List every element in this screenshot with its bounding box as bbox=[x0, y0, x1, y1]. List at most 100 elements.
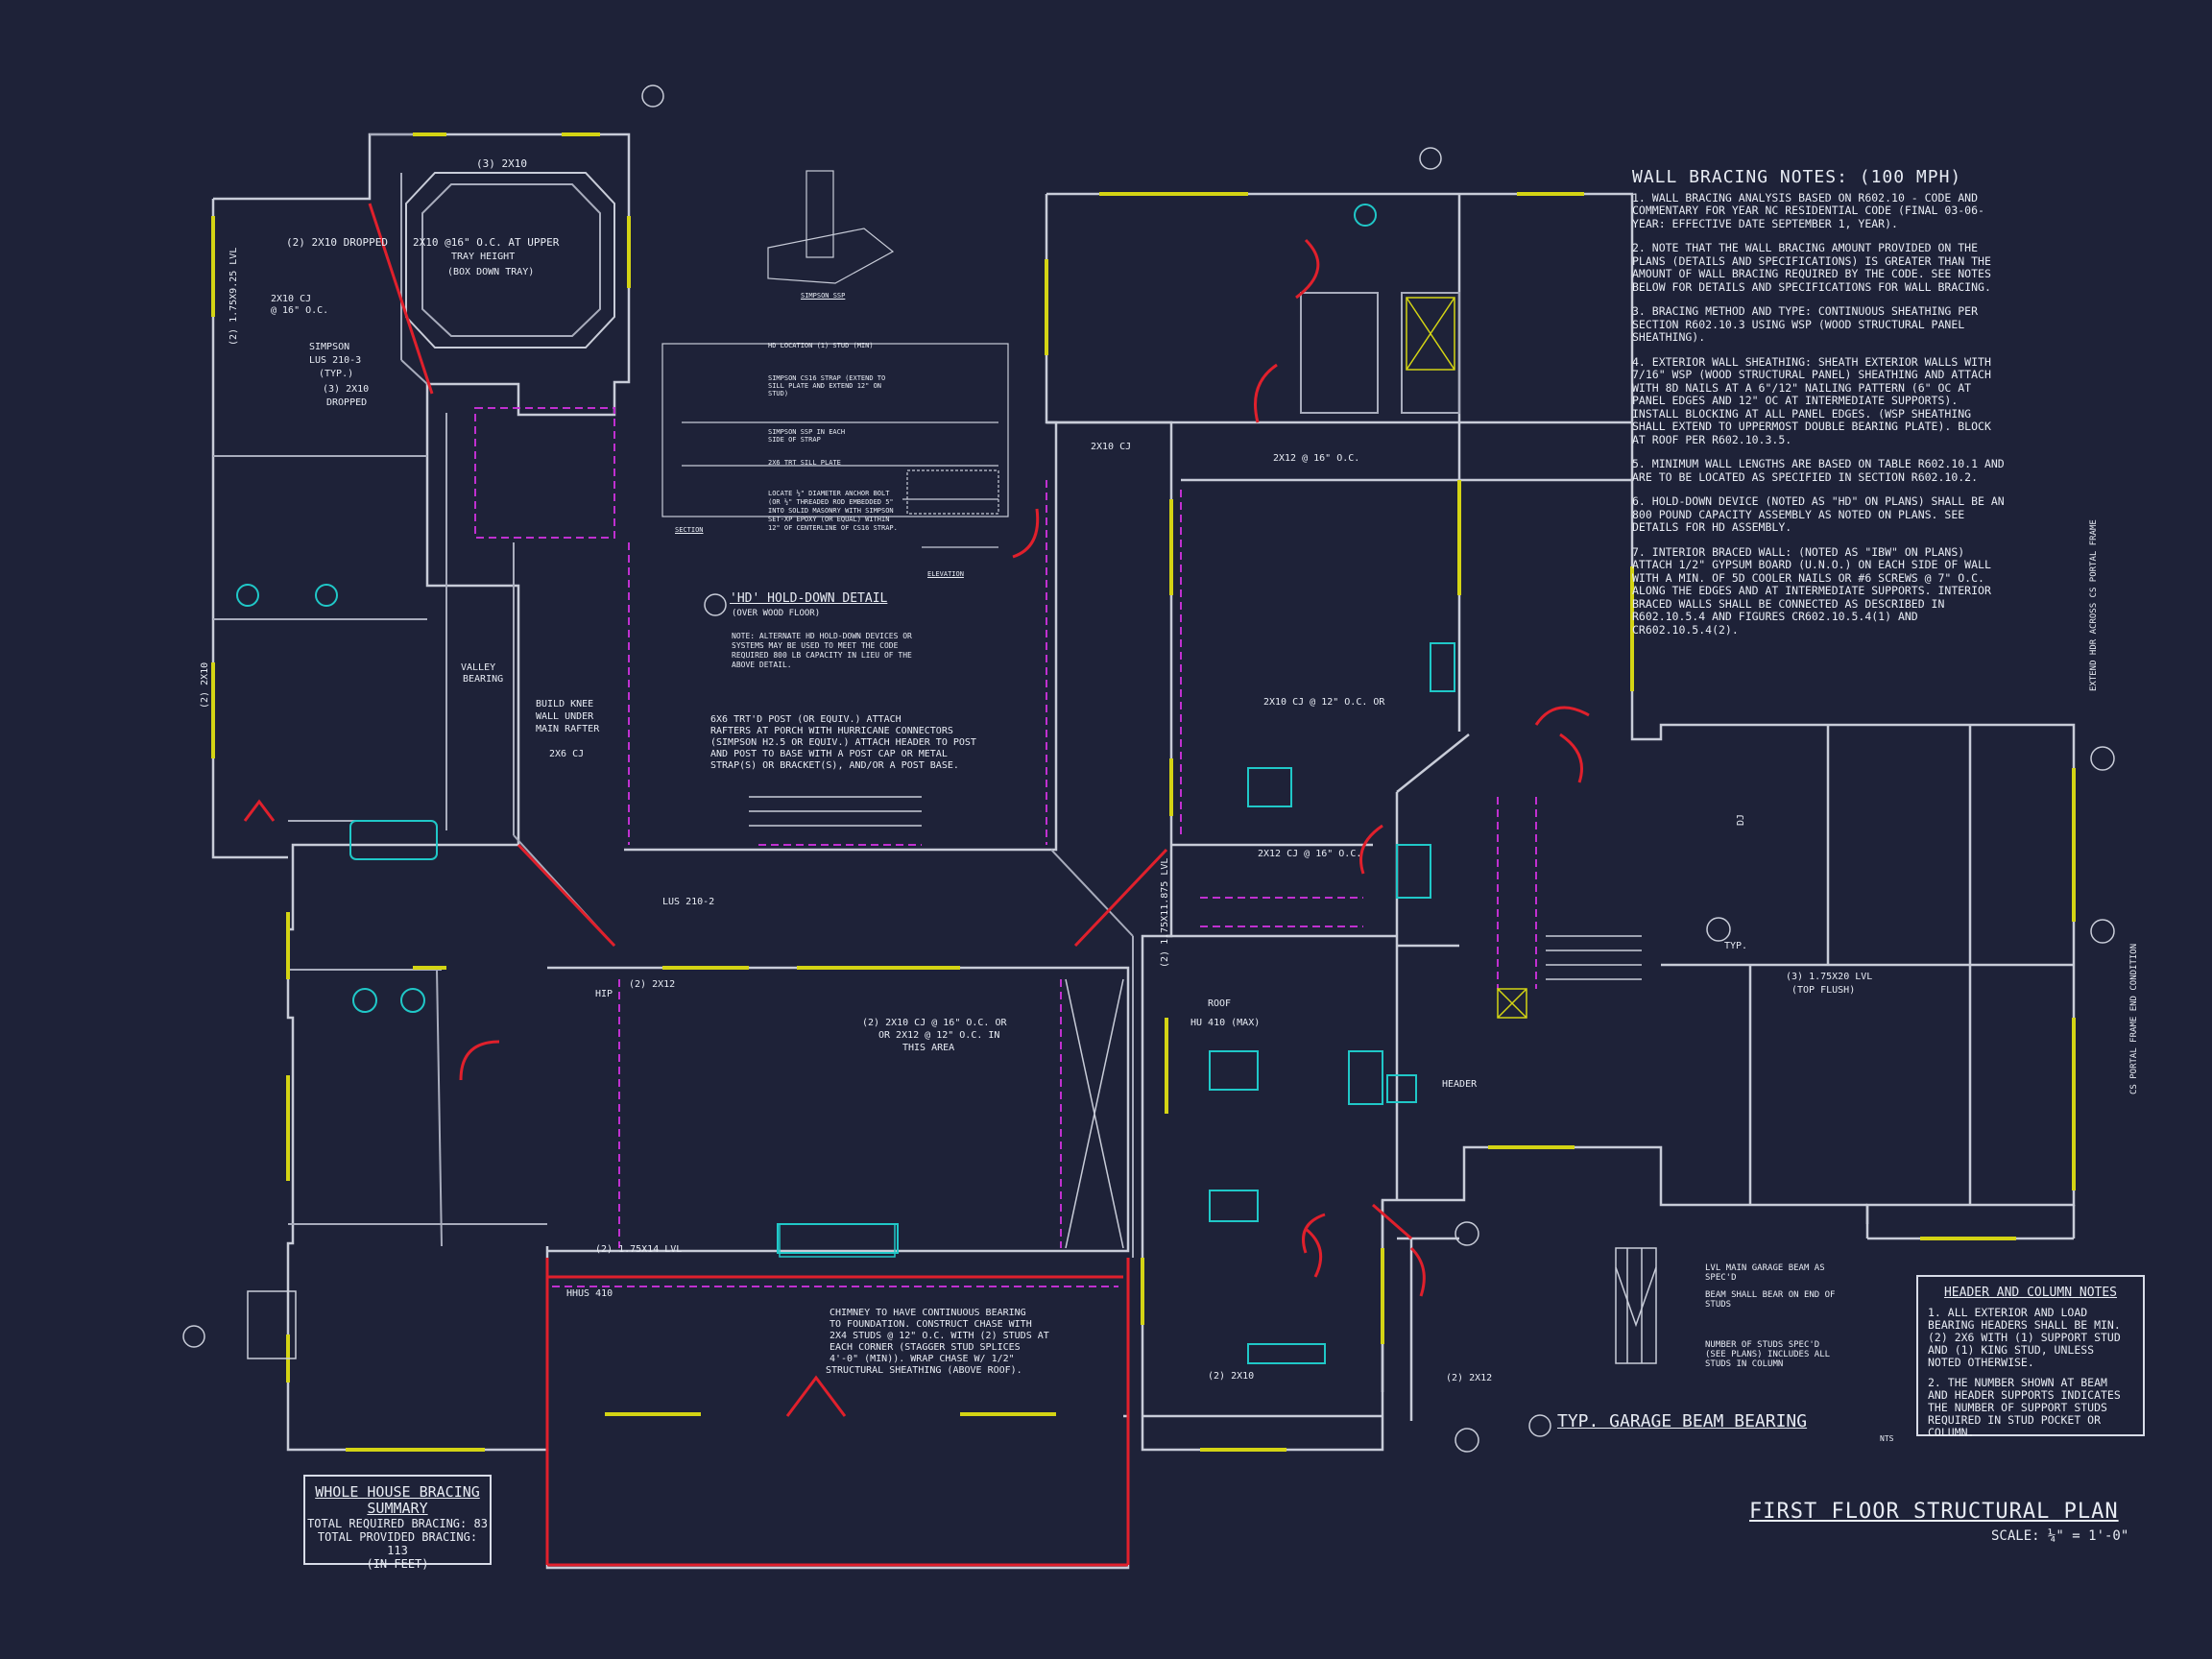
plan-label: (2) 1.75x11.875 LVL bbox=[1160, 857, 1170, 968]
header-note: 2. THE NUMBER SHOWN AT BEAM AND HEADER S… bbox=[1928, 1376, 2121, 1439]
wall-bracing-notes: WALL BRACING NOTES: (100 MPH) 1. WALL BR… bbox=[1632, 167, 2007, 648]
plan-label: (TYP.) bbox=[319, 369, 354, 379]
wall-bracing-title: WALL BRACING NOTES: (100 MPH) bbox=[1632, 167, 1962, 187]
wall-center-bottom bbox=[547, 966, 1130, 1253]
hd-callout: 2x6 TRT SILL PLATE bbox=[768, 459, 841, 467]
plan-label: BUILD KNEE bbox=[536, 699, 594, 709]
plan-label: HHUS 410 bbox=[566, 1288, 613, 1299]
plan-label: (3) 1.75x20 LVL bbox=[1786, 972, 1873, 982]
plan-label: (2) 2x10 CJ @ 16" O.C. OR bbox=[862, 1018, 1007, 1028]
interior-walls bbox=[213, 133, 1460, 1258]
garage-callout: NUMBER OF STUDS SPEC'D (SEE PLANS) INCLU… bbox=[1705, 1340, 1831, 1369]
magenta-framing bbox=[474, 407, 1537, 1287]
plan-label: HEADER bbox=[1442, 1079, 1478, 1090]
garage-callout: LVL MAIN GARAGE BEAM AS SPEC'D bbox=[1705, 1263, 1825, 1283]
wall-bracing-note: 1. WALL BRACING ANALYSIS BASED ON R602.1… bbox=[1632, 190, 1984, 230]
plan-label: OR 2x12 @ 12" O.C. IN bbox=[878, 1030, 1000, 1041]
plan-label: EXTEND HDR ACROSS CS PORTAL FRAME bbox=[2089, 519, 2099, 691]
wall-bracing-note: 5. MINIMUM WALL LENGTHS ARE BASED ON TAB… bbox=[1632, 457, 2005, 484]
plan-label: (2) 2x12 bbox=[629, 979, 676, 990]
plan-label: 2x6 CJ bbox=[549, 749, 585, 759]
hd-callout: HD LOCATION (1) STUD (MIN) bbox=[768, 342, 874, 349]
elevation-label: ELEVATION bbox=[927, 570, 964, 578]
tray-ceiling bbox=[405, 172, 615, 349]
plan-label: SIMPSON bbox=[309, 342, 350, 352]
plan-label: BEARING bbox=[463, 674, 504, 685]
summary-units: (IN FEET) bbox=[366, 1557, 429, 1571]
plan-label: TO FOUNDATION. CONSTRUCT CHASE WITH bbox=[830, 1319, 1032, 1330]
stair-and-misc bbox=[247, 297, 1642, 1359]
plan-label: 6x6 TRT'D POST (OR EQUIV.) ATTACH bbox=[710, 714, 902, 725]
plan-label: STRUCTURAL SHEATHING (ABOVE ROOF). bbox=[826, 1365, 1022, 1376]
plan-label: TRAY HEIGHT bbox=[451, 252, 516, 262]
hd-callout: LOCATE ½" DIAMETER ANCHOR BOLT (OR ½" TH… bbox=[768, 490, 898, 532]
plan-label: EACH CORNER (STAGGER STUD SPLICES bbox=[830, 1342, 1021, 1353]
simpson-ssp-label: SIMPSON SSP bbox=[801, 292, 846, 300]
fixtures bbox=[236, 204, 1455, 1364]
plan-label: HU 410 (MAX) bbox=[1190, 1018, 1261, 1028]
wall-bracing-note: 7. INTERIOR BRACED WALL: (NOTED AS "IBW"… bbox=[1632, 544, 1991, 637]
plan-label: (2) 1.75x9.25 LVL bbox=[228, 247, 239, 346]
plan-label: DROPPED bbox=[326, 397, 368, 408]
wall-bracing-note: 4. EXTERIOR WALL SHEATHING: SHEATH EXTER… bbox=[1632, 354, 1991, 446]
summary-title: WHOLE HOUSE BRACING SUMMARY bbox=[315, 1483, 480, 1517]
wall-bracing-note: 2. NOTE THAT THE WALL BRACING AMOUNT PRO… bbox=[1632, 241, 1991, 294]
plan-label: (SIMPSON H2.5 OR EQUIV.) ATTACH HEADER T… bbox=[710, 737, 976, 748]
header-column-notes: HEADER AND COLUMN NOTES 1. ALL EXTERIOR … bbox=[1916, 1275, 2145, 1439]
wall-bracing-note: 6. HOLD-DOWN DEVICE (NOTED AS "HD" ON PL… bbox=[1632, 494, 2005, 534]
plan-label: 2x4 STUDS @ 12" O.C. WITH (2) STUDS AT bbox=[830, 1331, 1049, 1341]
bracing-summary-box: WHOLE HOUSE BRACING SUMMARY TOTAL REQUIR… bbox=[303, 1475, 492, 1571]
plan-label: 2x10 CJ @ 12" O.C. OR bbox=[1263, 697, 1385, 708]
wall-bracing-note: 3. BRACING METHOD AND TYPE: CONTINUOUS S… bbox=[1632, 304, 1979, 344]
garage-callout: BEAM SHALL BEAR ON END OF STUDS bbox=[1705, 1290, 1836, 1310]
bearing-walls bbox=[211, 132, 2076, 1452]
plan-label: DJ bbox=[1736, 813, 1746, 826]
plan-label: 4'-0" (MIN)). WRAP CHASE W/ 1/2" bbox=[830, 1354, 1015, 1364]
hd-detail-note: NOTE: ALTERNATE HD HOLD-DOWN DEVICES OR … bbox=[732, 632, 912, 669]
plan-label: (BOX DOWN TRAY) bbox=[447, 267, 535, 277]
plan-label: CHIMNEY TO HAVE CONTINUOUS BEARING bbox=[830, 1308, 1026, 1318]
plan-label: AND POST TO BASE WITH A POST CAP OR META… bbox=[710, 749, 948, 759]
hd-callout: SIMPSON SSP IN EACH SIDE OF STRAP bbox=[768, 428, 846, 444]
plan-label: WALL UNDER bbox=[536, 711, 594, 722]
red-headers-and-doors bbox=[243, 203, 1590, 1567]
plan-label: TYP. bbox=[1724, 941, 1748, 951]
plan-label: THIS AREA bbox=[902, 1043, 955, 1053]
sheet-scale: SCALE: ¼" = 1'-0" bbox=[1991, 1528, 2129, 1544]
garage-beam-nts: NTS bbox=[1880, 1434, 1894, 1443]
section-label: SECTION bbox=[675, 526, 704, 534]
garage-beam-title: TYP. GARAGE BEAM BEARING bbox=[1557, 1411, 1808, 1431]
hd-detail-title: 'HD' HOLD-DOWN DETAIL bbox=[730, 591, 888, 606]
plan-label: ROOF bbox=[1208, 998, 1232, 1009]
plan-label: (2) 2x10 DROPPED bbox=[286, 236, 388, 249]
header-note: 1. ALL EXTERIOR AND LOAD BEARING HEADERS… bbox=[1928, 1306, 2121, 1369]
plan-label: LUS 210-3 bbox=[309, 355, 362, 366]
plan-label: STRAP(S) OR BRACKET(S), AND/OR A POST BA… bbox=[710, 760, 959, 771]
plan-label: MAIN RAFTER bbox=[536, 724, 600, 734]
hd-detail-subtitle: (OVER WOOD FLOOR) bbox=[732, 609, 821, 618]
plan-label: 2x10 @16" O.C. AT UPPER bbox=[413, 236, 560, 249]
plan-label: 2x10 CJ bbox=[271, 294, 312, 304]
plan-label: 2x12 @ 16" O.C. bbox=[1273, 453, 1360, 464]
plan-label: RAFTERS AT PORCH WITH HURRICANE CONNECTO… bbox=[710, 726, 953, 736]
plan-label: (2) 2x10 bbox=[1208, 1371, 1255, 1382]
plan-label: (TOP FLUSH) bbox=[1791, 985, 1856, 996]
header-notes-title: HEADER AND COLUMN NOTES bbox=[1943, 1286, 2117, 1300]
plan-label: VALLEY bbox=[461, 662, 496, 673]
garage-beam-detail-drawing bbox=[1615, 1247, 1657, 1364]
plan-label: (3) 2x10 bbox=[323, 384, 370, 395]
summary-required: TOTAL REQUIRED BRACING: 83 bbox=[307, 1517, 488, 1530]
plan-label: @ 16" O.C. bbox=[271, 305, 329, 316]
hd-detail-drawing bbox=[661, 170, 1009, 548]
plan-label: (2) 2x12 bbox=[1446, 1373, 1493, 1383]
hd-callout: SIMPSON CS16 STRAP (EXTEND TO SILL PLATE… bbox=[768, 374, 886, 397]
summary-provided: TOTAL PROVIDED BRACING: 113 bbox=[317, 1530, 478, 1557]
section-markers bbox=[182, 84, 2115, 1453]
plan-label: 2x10 CJ bbox=[1091, 442, 1132, 452]
wall-left-outer bbox=[211, 199, 288, 859]
plan-label: (2) 2x10 bbox=[200, 661, 210, 709]
plan-label: (3) 2x10 bbox=[476, 157, 527, 170]
plan-label: HIP bbox=[595, 989, 613, 999]
